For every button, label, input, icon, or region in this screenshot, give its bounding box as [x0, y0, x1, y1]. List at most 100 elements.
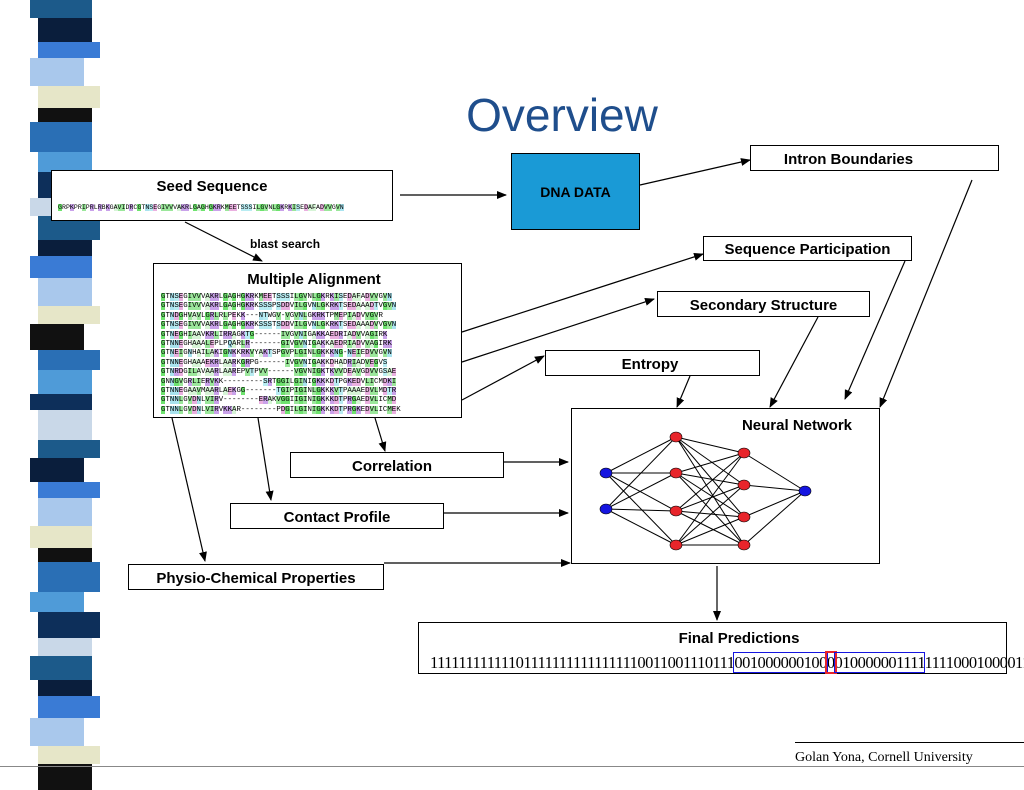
bits-highlight-blue-1: 001000000100 [733, 652, 828, 673]
bits-highlight-red: 0 [824, 651, 837, 674]
nn-edge [675, 436, 745, 486]
nn-edge [605, 508, 677, 512]
arrow-seqpart-to-nn [844, 260, 906, 400]
slide-title: Overview [466, 89, 658, 141]
stripe-segment [38, 680, 92, 696]
bits-before: 1111111111110111111111111111100110011101… [430, 653, 735, 672]
arrow-alignment-to-correlation [374, 417, 387, 452]
nn-edge [605, 436, 677, 474]
alignment-row: GTNNEGHAAALEPLPQARLR-------GIVGVNIGAKKAE… [161, 340, 392, 349]
stripe-segment [38, 562, 100, 592]
stripe-segment [38, 350, 100, 370]
stripe-segment [30, 718, 84, 746]
arrow-secstruct-to-nn [769, 316, 819, 408]
flow-arrows [171, 158, 973, 621]
multiple-alignment-label: Multiple Alignment [247, 271, 381, 288]
sequence-participation-box: Sequence Participation [703, 236, 912, 261]
seed-sequence-strip: GRPKPRIPRLRBKGAVIDRCGTNSEGIVVVAKRLGAGHGK… [58, 204, 344, 211]
alignment-row: GTNDGHVAVLGRLRLPEKK---NTWGV-VGVNLGKRKTPM… [161, 311, 383, 320]
entropy-label: Entropy [621, 356, 679, 373]
sequence-participation-label: Sequence Participation [724, 241, 891, 258]
nn-edge [675, 452, 745, 512]
physio-chemical-label: Physio-Chemical Properties [156, 570, 356, 587]
nn-edge [605, 472, 677, 512]
nn-edge [675, 452, 745, 474]
stripe-segment [38, 696, 100, 718]
stripe-segment [30, 324, 84, 350]
arrow-seed-to-alignment [184, 221, 263, 262]
stripe-segment [38, 612, 100, 638]
stripe-segment [38, 482, 100, 498]
stripe-segment [30, 58, 84, 86]
stripe-segment [30, 0, 92, 18]
nn-edge [675, 472, 745, 518]
stripe-segment [38, 498, 92, 526]
final-predictions-box: Final Predictions 1111111111110111111111… [418, 622, 1024, 674]
nn-edge [675, 516, 745, 546]
alignment-row: GTNNEGAAVMAARLAEKGG-------TGIPIGINLGKKKV… [161, 387, 397, 396]
neural-network-label: Neural Network [741, 417, 853, 434]
alignment-row: GTNSEGIVVVAKRLGAGHGKRKSSSTSDDVILGVNLGKRK… [161, 321, 397, 330]
nn-hidden-node [669, 467, 683, 479]
decorative-stripe [0, 0, 115, 790]
arrow-intron-to-nn [879, 179, 973, 408]
secondary-structure-label: Secondary Structure [689, 297, 838, 314]
stripe-segment [38, 410, 92, 440]
nn-edge [675, 484, 745, 512]
nn-edge [743, 490, 806, 546]
stripe-segment [38, 152, 92, 172]
nn-edge [675, 436, 745, 454]
stripe-segment [30, 526, 92, 548]
correlation-box: Correlation [290, 452, 504, 478]
multiple-alignment-box: Multiple Alignment GTNSEGIVVVAKRLGAGHGKR… [153, 263, 462, 418]
secondary-structure-box: Secondary Structure [657, 291, 870, 317]
stripe-segment [30, 394, 92, 410]
nn-hidden-node [669, 539, 683, 551]
nn-edge [675, 452, 745, 546]
stripe-segment [38, 638, 92, 656]
alignment-row: GNNGVGRLIERVKK---------SRTGGILGINIGKKKDT… [161, 377, 397, 386]
stripe-segment [38, 370, 92, 394]
final-predictions-label: Final Predictions [678, 630, 800, 647]
nn-edge [675, 472, 745, 546]
nn-hidden-node [737, 479, 751, 491]
neural-network-graph [599, 431, 812, 551]
alignment-row: GTNRDGILAVAARLAAREPVTPVV------VGVNIGKTKV… [161, 368, 397, 377]
neural-network-box: Neural Network [571, 408, 880, 564]
intron-boundaries-box: Intron Boundaries [750, 145, 999, 171]
nn-edge [605, 508, 677, 546]
blast-search-label: blast search [250, 237, 321, 251]
alignment-block: GTNSEGIVVVAKRLGAGHGKRKMEETSSSILGVNLGKRKI… [161, 293, 455, 415]
intron-boundaries-label: Intron Boundaries [783, 151, 914, 168]
stripe-segment [38, 42, 100, 58]
slide-footer: Golan Yona, Cornell University [795, 750, 973, 765]
nn-input-node [599, 467, 613, 479]
contact-profile-label: Contact Profile [283, 509, 391, 526]
stripe-segment [38, 746, 100, 764]
nn-hidden-node [737, 539, 751, 551]
stripe-segment [30, 656, 92, 680]
nn-edge [675, 510, 745, 518]
correlation-label: Correlation [351, 458, 432, 475]
footer-rule [795, 742, 1024, 743]
stripe-segment [30, 122, 92, 152]
prediction-bits: 1111111111110111111111111111100110011101… [430, 651, 1024, 674]
nn-edge [743, 490, 806, 518]
stripe-segment [38, 86, 100, 108]
alignment-row: GTNSEGIVVVAKRLGAGHGKRKSSSPSDDVILGVNLGKRK… [161, 302, 397, 311]
nn-hidden-node [669, 431, 683, 443]
contact-profile-box: Contact Profile [230, 503, 444, 529]
alignment-row: GTNNEGHAAAEKRLAARKGRPG------IVGVNIGAKKDH… [161, 358, 388, 367]
stripe-segment [38, 108, 92, 122]
entropy-box: Entropy [545, 350, 760, 376]
alignment-row: GTNSEGIVVVAKRLGAGHGKRKMEETSSSILGVNLGKRKI… [161, 293, 392, 301]
stripe-segment [38, 240, 92, 256]
stripe-segment [38, 440, 100, 458]
stripe-segment [38, 306, 100, 324]
nn-edge [675, 472, 745, 486]
dna-data-box: DNA DATA [511, 153, 640, 230]
nn-edge [605, 472, 677, 510]
stripe-segment [30, 256, 92, 278]
nn-hidden-node [737, 447, 751, 459]
alignment-row: GTNEIGNHAILAKIGNKKRKVYAKTSPGVPLGINLGKKKN… [161, 349, 392, 358]
